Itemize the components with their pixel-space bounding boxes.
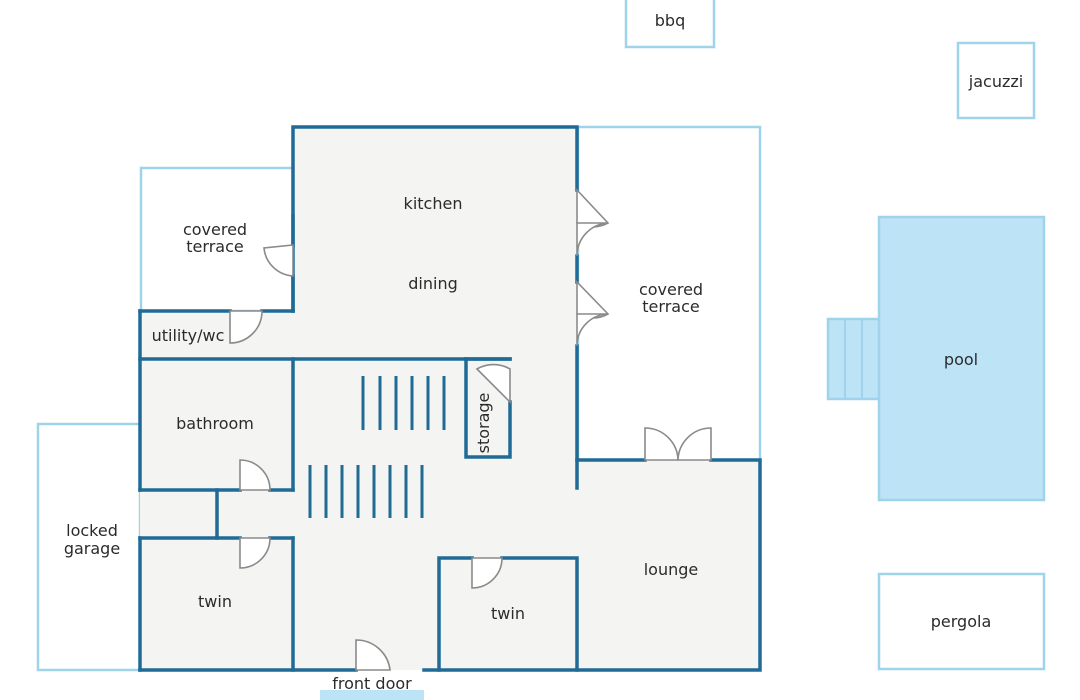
- pool-steps: [826, 317, 881, 401]
- staircase-lower: [308, 465, 424, 518]
- twin-center-walls: [437, 556, 474, 672]
- house-floor: [140, 127, 760, 670]
- door-swing: [355, 639, 391, 671]
- door-swing: [677, 427, 712, 461]
- label-locked-garage-2: garage: [64, 539, 120, 558]
- door-swing: [576, 187, 610, 228]
- front-door-step: [320, 690, 424, 700]
- door-swing: [239, 537, 271, 569]
- lounge-right-wall: [422, 458, 762, 672]
- door-swing: [576, 313, 609, 347]
- label-twin-center: twin: [491, 604, 525, 623]
- label-front-door: front door: [332, 674, 412, 693]
- bbq-area: [624, 0, 716, 49]
- label-pool: pool: [944, 350, 978, 369]
- door-swing: [239, 459, 271, 491]
- label-dining: dining: [408, 274, 457, 293]
- door-swing: [229, 310, 263, 344]
- storage-walls: [464, 357, 512, 459]
- label-covered-terrace-right-1: covered: [639, 280, 703, 299]
- label-covered-terrace-left-2: terrace: [186, 237, 243, 256]
- door-swing: [263, 244, 294, 277]
- label-locked-garage-1: locked: [66, 521, 118, 540]
- door-swing: [475, 363, 511, 404]
- door-swing: [576, 222, 609, 257]
- label-lounge: lounge: [644, 560, 699, 579]
- label-twin-left: twin: [198, 592, 232, 611]
- label-storage: storage: [474, 393, 493, 454]
- pool-area: [877, 215, 1046, 502]
- staircase-upper: [361, 376, 446, 430]
- door-swing: [576, 280, 610, 319]
- label-kitchen: kitchen: [404, 194, 463, 213]
- label-pergola: pergola: [931, 612, 992, 631]
- label-bathroom: bathroom: [176, 414, 254, 433]
- label-covered-terrace-left-1: covered: [183, 220, 247, 239]
- door-swing: [644, 427, 679, 461]
- door-swing: [471, 557, 503, 589]
- jacuzzi-area: [956, 41, 1036, 120]
- pergola-area: [877, 572, 1046, 671]
- label-utility: utility/wc: [152, 326, 225, 345]
- label-jacuzzi: jacuzzi: [968, 72, 1023, 91]
- label-bbq: bbq: [655, 11, 685, 30]
- label-covered-terrace-right-2: terrace: [642, 297, 699, 316]
- twin-center-walls-b: [500, 556, 579, 672]
